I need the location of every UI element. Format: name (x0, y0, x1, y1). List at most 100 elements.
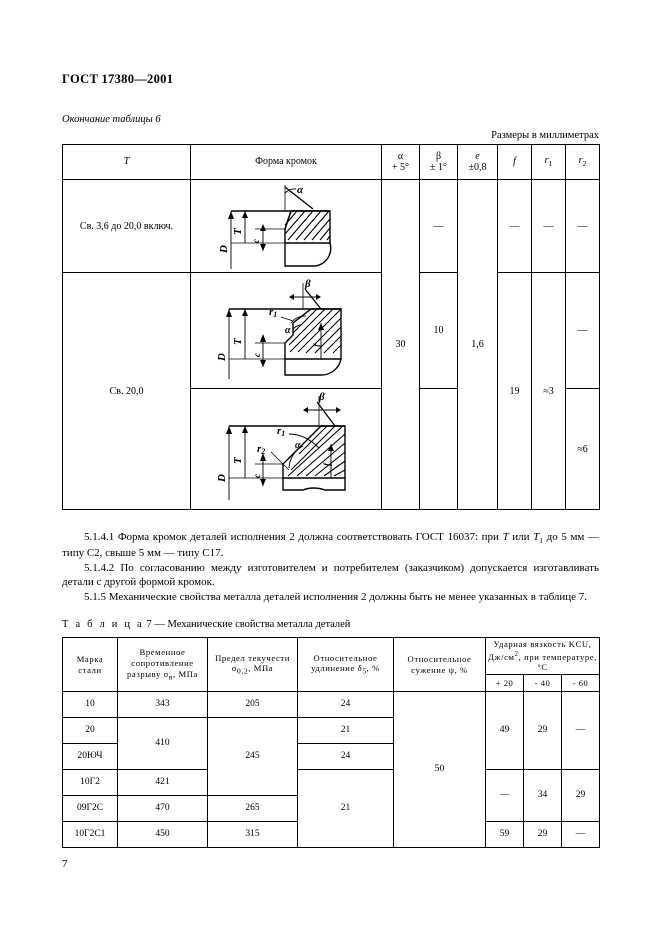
table-row: 09Г2С 470 265 (62, 795, 600, 823)
t6-r1-r1: — (531, 179, 566, 273)
table7-caption-label: Т а б л и ц а (62, 619, 144, 630)
t7-th-impact-rest: , при температуре, °С (518, 651, 597, 673)
t7-g1-t40: 29 (523, 691, 562, 771)
fig-label-D: D (216, 353, 228, 362)
edge-form-single-bevel-drawing: D T c α (218, 184, 332, 269)
th-form: Форма кромок (190, 144, 382, 180)
t7-r4-grade: 09Г2С (62, 795, 118, 823)
t6-e-value: 1,6 (457, 179, 498, 510)
fig-label-f: f (312, 343, 322, 347)
fig-label-D: D (216, 474, 228, 483)
body-paragraphs: 5.1.4.1 Форма кромок деталей исполнения … (62, 530, 599, 604)
fig-label-T: T (232, 456, 244, 464)
t7-th-impact-text: Ударная вязкость KCU, Дж/см (488, 639, 592, 662)
t7-g1-t60: — (561, 691, 600, 771)
table-row: 10Г2 421 21 — 34 29 (62, 769, 600, 849)
table6-header-row: T Форма кромок α + 5° β ± 1° e ±0,8 f r1… (62, 144, 600, 180)
th-r2-label: r (578, 155, 583, 167)
t7-th-elong-unit: , % (366, 663, 380, 674)
t7-th-tensile-sub: в (168, 672, 173, 682)
th-alpha-tolerance: + 5° (391, 162, 410, 173)
t6-r2-T: Св. 20,0 (62, 272, 191, 510)
fig-label-D: D (218, 245, 230, 254)
table6-continuation-caption: Окончание таблицы 6 (62, 114, 161, 125)
th-alpha-symbol: α (397, 150, 404, 162)
t7-th-grade: Марка стали (62, 636, 118, 693)
fig-label-alpha: α (295, 440, 301, 451)
th-r2-subscript: 2 (582, 159, 587, 169)
t6-r1-beta: — (419, 179, 458, 273)
table-6-continuation: T Форма кромок α + 5° β ± 1° e ±0,8 f r1… (62, 144, 600, 510)
t7-r2-grade: 20ЮЧ (62, 743, 118, 771)
th-beta: β ± 1° (419, 144, 458, 180)
t7-th-temp-minus60: - 60 (561, 674, 600, 693)
fig-label-c: c (251, 239, 261, 243)
th-alpha: α + 5° (381, 144, 420, 180)
p1-symbol-T: T (502, 531, 509, 543)
t7-g2-t20: — (485, 769, 524, 823)
th-r1-subscript: 1 (548, 159, 553, 169)
p1-text-before: 5.1.4.1 Форма кромок деталей исполнения … (84, 531, 503, 543)
t6-r2-r1: ≈3 (531, 272, 566, 510)
t7-th-elong-text: Относительное удлинение δ (311, 652, 378, 674)
th-r1-label: r (544, 155, 549, 167)
table-row: 10Г2С1 450 315 59 29 — (62, 821, 600, 849)
fig-label-r1: r1 (277, 425, 285, 438)
t7-r5-yield: 315 (207, 821, 298, 849)
paragraph-5-1-4-1: 5.1.4.1 Форма кромок деталей исполнения … (62, 530, 599, 561)
t7-th-tensile: Временное сопротивление разрыву σв, МПа (117, 636, 208, 693)
fig-label-f: f (322, 462, 332, 466)
t7-th-reduction: Относительное сужение ψ, % (393, 636, 486, 693)
edge-form-single-bevel-figure: D T c α (191, 181, 381, 271)
edge-form-double-bevel-figure-a: D T c β r1 α f (191, 275, 381, 387)
t7-r5-t20: 59 (485, 821, 524, 849)
edge-form-double-bevel-figure-b: D T c β r1 r2 α f (191, 390, 381, 508)
t7-r5-t40: 29 (523, 821, 562, 849)
page-number: 7 (62, 858, 68, 870)
t7-th-temp-plus20: + 20 (485, 674, 524, 693)
table-row: D T c β r1 r2 α f ≈6 (63, 388, 600, 510)
t7-th-impact-sup: 2 (514, 649, 519, 658)
t6-r2-beta: 10 (419, 272, 458, 389)
t7-r5-grade: 10Г2С1 (62, 821, 118, 849)
fig-label-c: c (252, 353, 262, 357)
th-beta-tolerance: ± 1° (430, 162, 447, 173)
th-f-label: f (513, 156, 516, 168)
t6-r2-figure-a: D T c β r1 α f (190, 272, 382, 389)
th-e-symbol: e (475, 150, 480, 162)
fig-label-beta: β (318, 391, 325, 403)
t6-r1-T: Св. 3,6 до 20,0 включ. (62, 179, 191, 273)
t7-r1-grade: 20 (62, 717, 118, 745)
t7-g1-t20: 49 (485, 691, 524, 771)
th-e: e ±0,8 (457, 144, 498, 180)
t7-r3-grade: 10Г2 (62, 769, 118, 797)
t6-r3-r2-bottom: ≈6 (565, 388, 600, 510)
fig-label-alpha: α (297, 184, 304, 196)
t7-th-yield-sub: 0,2 (237, 667, 249, 677)
table7-caption-number: 7 (146, 619, 152, 630)
t7-r0-tensile: 343 (117, 691, 208, 719)
t7-th-temp-minus40: - 40 (523, 674, 562, 693)
th-r2: r2 (565, 144, 600, 180)
fig-label-r2: r2 (257, 443, 265, 456)
t7-r0-elongation: 24 (297, 691, 394, 719)
t7-reduction-value: 50 (393, 691, 486, 849)
t7-th-yield: Предел текучести σ0,2, МПа (207, 636, 298, 693)
table7-caption: Т а б л и ц а 7 — Механические свойства … (62, 619, 350, 630)
t6-r1-figure: D T c α (190, 179, 382, 273)
th-r1: r1 (531, 144, 566, 180)
t7-th-yield-text: Предел текучести σ (215, 652, 290, 674)
t6-r2-f: 19 (497, 272, 532, 510)
t7-r0-yield: 205 (207, 691, 298, 719)
t6-r2-r2-top: — (565, 272, 600, 389)
p1-text-mid: или (508, 531, 534, 543)
t7-th-yield-unit: , МПа (248, 663, 274, 674)
table-row: 20ЮЧ 24 (62, 743, 600, 771)
t7-r0-grade: 10 (62, 691, 118, 719)
paragraph-5-1-4-2: 5.1.4.2 По согласованию между изготовите… (62, 561, 599, 589)
table-row: Св. 3,6 до 20,0 включ. (62, 179, 600, 510)
t7-r3-tensile: 421 (117, 769, 208, 797)
fig-label-beta: β (304, 278, 311, 290)
th-f: f (497, 144, 532, 180)
